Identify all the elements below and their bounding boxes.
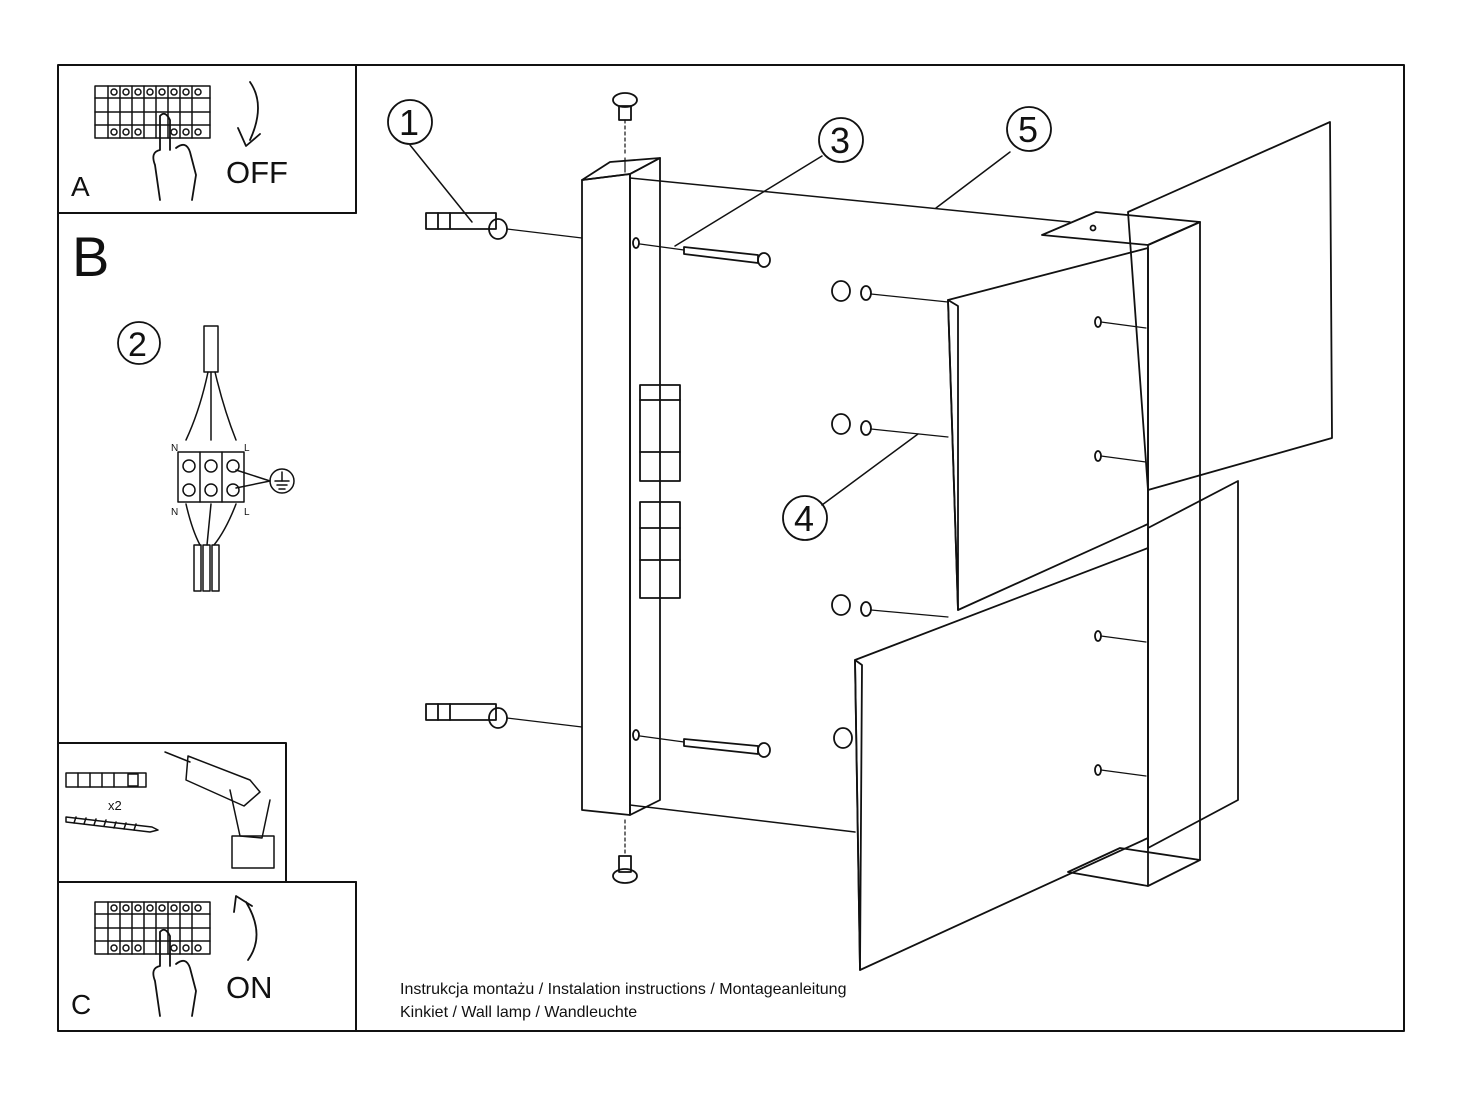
outer-frame: [57, 64, 1405, 1032]
footer-caption: Instrukcja montażu / Instalation instruc…: [400, 978, 846, 1024]
wire-connector-icon: [639, 384, 681, 599]
quantity-label: x2: [108, 798, 122, 813]
breaker-panel-icon: [94, 85, 211, 139]
footer-line-2: Kinkiet / Wall lamp / Wandleuchte: [400, 1004, 638, 1021]
nut-icon: [831, 280, 949, 749]
action-label-off: OFF: [226, 155, 288, 190]
curved-arrow-icon: [237, 81, 261, 147]
callout-2: 2: [128, 326, 147, 364]
wall-plug-icon: [65, 772, 147, 788]
wall-mounting-bar: [581, 157, 661, 181]
wire-connector-icon: [177, 325, 271, 592]
tools-panel-frame: [57, 742, 287, 883]
screw-icon: [65, 816, 159, 833]
ground-symbol-icon: [269, 468, 295, 494]
drill-icon: [164, 751, 275, 869]
lower-shade-back: [1147, 480, 1239, 849]
hand-icon: [152, 112, 197, 201]
panel-a: OFF A: [71, 81, 288, 202]
action-label-on: ON: [226, 970, 273, 1005]
panel-letter-b: B: [72, 225, 109, 288]
wall-plug-icon: [425, 212, 583, 729]
callout-5: 5: [1018, 109, 1038, 150]
terminal-label-l-top: L: [244, 443, 250, 454]
upper-shade-back: [1127, 121, 1333, 491]
terminal-label-n-bottom: N: [171, 507, 178, 518]
curved-arrow-icon: [233, 895, 258, 961]
terminal-label-l-bottom: L: [244, 507, 250, 518]
footer-line-1: Instrukcja montażu / Instalation instruc…: [400, 981, 847, 998]
panel-letter-a: A: [71, 171, 90, 202]
screw-icon: [612, 92, 638, 884]
callout-1: 1: [399, 102, 419, 143]
panel-c: ON C: [71, 895, 273, 1020]
panel-letter-c: C: [71, 989, 91, 1020]
lower-shade-front: [854, 547, 1149, 971]
callout-4: 4: [794, 498, 814, 539]
screw-icon: [639, 243, 771, 758]
tools-panel: x2: [65, 751, 275, 869]
breaker-panel-icon: [94, 901, 211, 955]
callout-3: 3: [830, 120, 850, 161]
frame-bracket: [1041, 211, 1201, 246]
hand-icon: [152, 928, 197, 1017]
main-assembly: [387, 92, 1333, 971]
upper-shade-front: [947, 247, 1149, 611]
panel-b: B 2 N L N L: [72, 225, 295, 592]
terminal-label-n-top: N: [171, 443, 178, 454]
